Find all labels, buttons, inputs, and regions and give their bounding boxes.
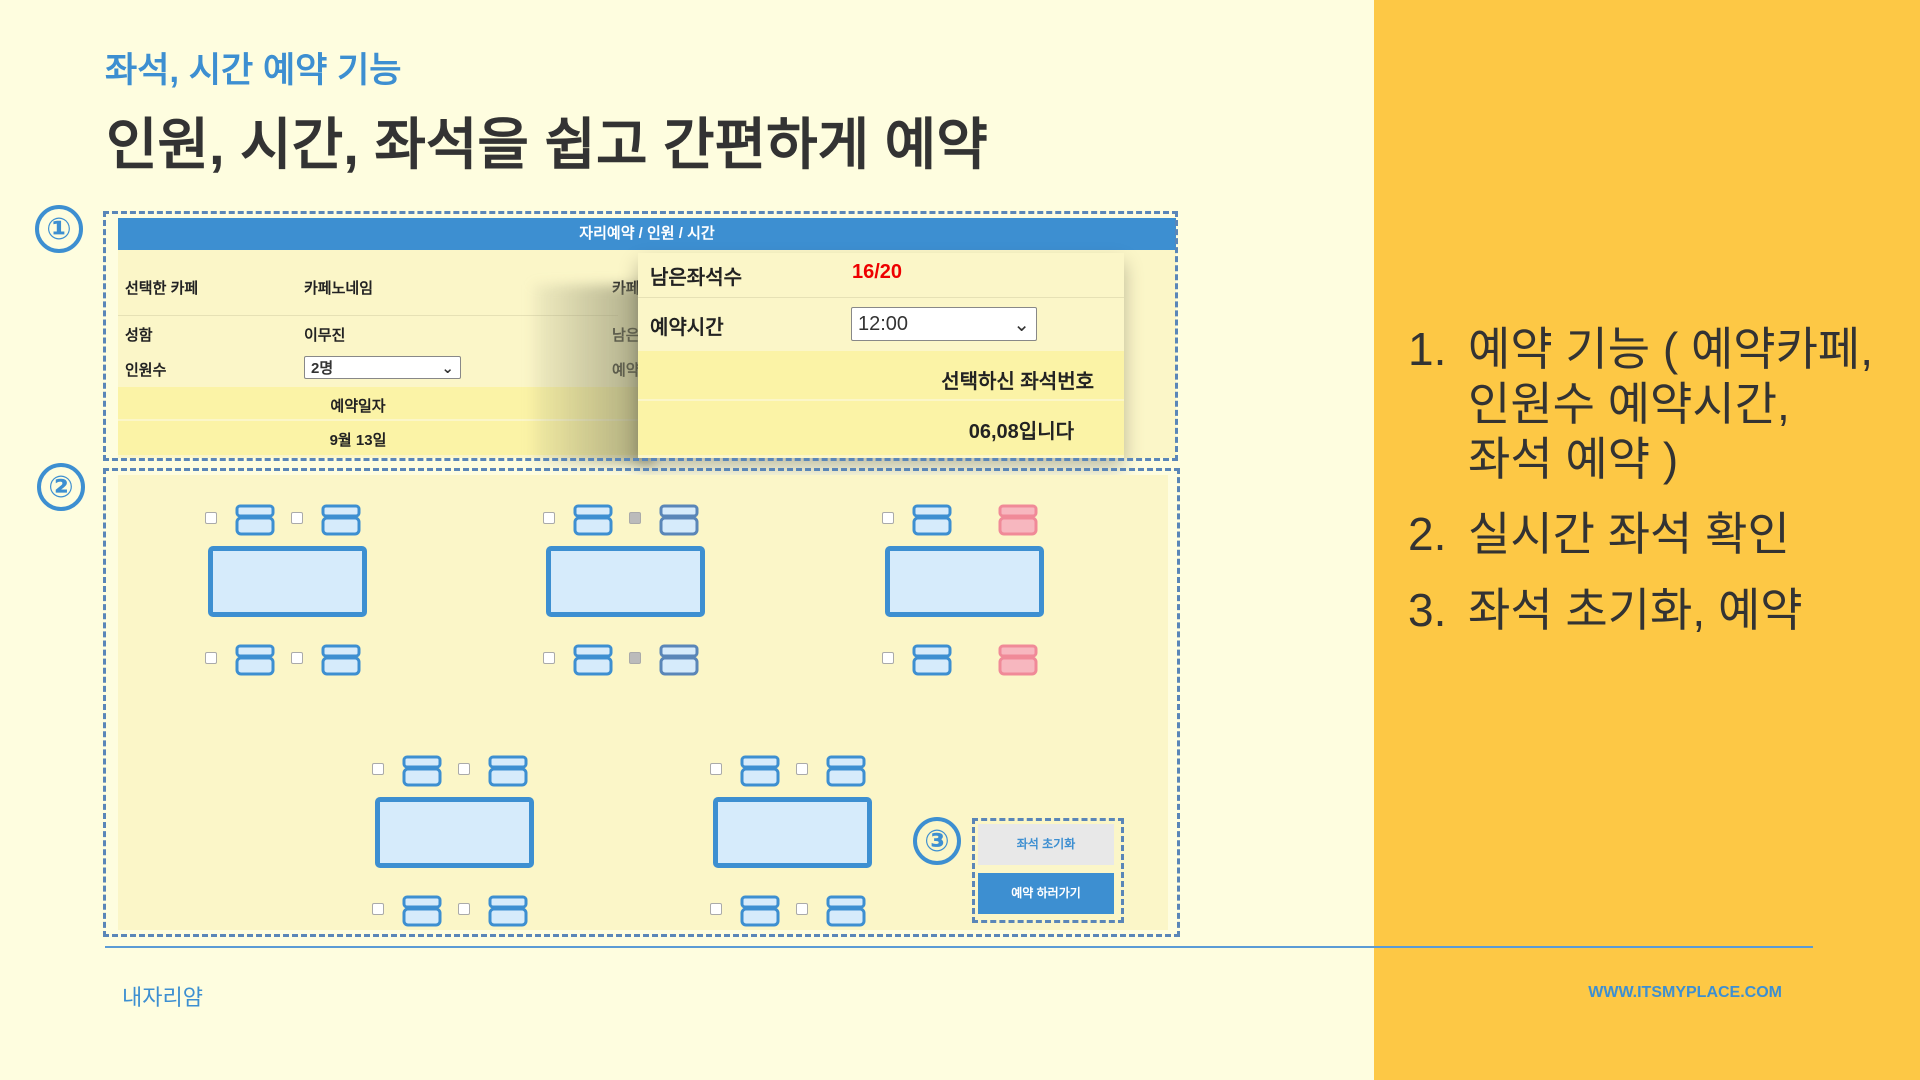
marker-1: ①: [35, 205, 83, 253]
seat-icon[interactable]: [487, 755, 529, 787]
time-label: 예약시간: [650, 317, 724, 339]
seat-icon[interactable]: [320, 644, 362, 676]
remaining-label: 남은좌석수: [650, 267, 742, 289]
selected-seat-value: 06,08입니다: [968, 421, 1074, 443]
selected-seat-label: 선택하신 좌석번호: [941, 371, 1094, 393]
people-label: 인원수: [125, 362, 167, 379]
seat-checkbox[interactable]: [796, 763, 808, 775]
chevron-down-icon: ⌄: [441, 359, 454, 377]
divider: [105, 946, 1813, 948]
table-5: [713, 797, 872, 868]
seat-checkbox[interactable]: [629, 652, 641, 664]
reserve-button[interactable]: 예약 하러가기: [978, 873, 1114, 914]
seat-icon[interactable]: [487, 895, 529, 927]
seat-icon[interactable]: [658, 504, 700, 536]
footer-brand: 내자리얌: [122, 985, 203, 1010]
date-label: 예약일자: [330, 398, 386, 415]
seat-checkbox[interactable]: [205, 512, 217, 524]
name-value: 이무진: [304, 327, 346, 344]
seat-icon[interactable]: [572, 644, 614, 676]
seat-icon[interactable]: [911, 504, 953, 536]
cafe-value: 카페노네임: [304, 280, 374, 297]
seat-checkbox[interactable]: [882, 512, 894, 524]
form-header: 자리예약 / 인원 / 시간: [118, 218, 1176, 250]
seat-checkbox[interactable]: [372, 903, 384, 915]
seat-checkbox[interactable]: [543, 512, 555, 524]
seat-checkbox[interactable]: [372, 763, 384, 775]
slide-title: 인원, 시간, 좌석을 쉽고 간편하게 예약: [106, 113, 988, 176]
seat-checkbox[interactable]: [629, 512, 641, 524]
seat-checkbox[interactable]: [458, 763, 470, 775]
seat-icon[interactable]: [997, 504, 1039, 536]
seat-icon[interactable]: [739, 755, 781, 787]
seat-checkbox[interactable]: [205, 652, 217, 664]
seat-icon[interactable]: [911, 644, 953, 676]
seat-checkbox[interactable]: [543, 652, 555, 664]
date-value: 9월 13일: [329, 432, 387, 449]
seat-checkbox[interactable]: [710, 763, 722, 775]
slide-subtitle: 좌석, 시간 예약 기능: [105, 51, 402, 90]
reset-seats-button[interactable]: 좌석 초기화: [978, 824, 1114, 865]
table-4: [375, 797, 534, 868]
seat-icon[interactable]: [320, 504, 362, 536]
seat-checkbox[interactable]: [882, 652, 894, 664]
seat-checkbox[interactable]: [458, 903, 470, 915]
seat-checkbox[interactable]: [291, 512, 303, 524]
marker-2: ②: [37, 463, 85, 511]
time-select[interactable]: 12:00⌄: [851, 307, 1037, 341]
right-panel: [1374, 0, 1920, 1080]
reservation-popup: 남은좌석수 16/20 예약시간 12:00⌄ 선택하신 좌석번호 06,08입…: [638, 253, 1124, 458]
seat-icon[interactable]: [234, 644, 276, 676]
seat-icon[interactable]: [401, 895, 443, 927]
seat-icon[interactable]: [825, 895, 867, 927]
seat-checkbox[interactable]: [291, 652, 303, 664]
remaining-value: 16/20: [852, 261, 903, 283]
section-2-frame: [103, 468, 1180, 937]
table-1: [208, 546, 367, 617]
seat-icon[interactable]: [825, 755, 867, 787]
seat-checkbox[interactable]: [710, 903, 722, 915]
people-select[interactable]: 2명⌄: [304, 356, 461, 379]
seat-icon[interactable]: [658, 644, 700, 676]
seat-icon[interactable]: [401, 755, 443, 787]
cafe-label: 선택한 카페: [125, 280, 199, 297]
section-3-frame: [972, 818, 1124, 923]
name-label: 성함: [125, 327, 153, 344]
footer-url: WWW.ITSMYPLACE.COM: [1588, 984, 1782, 1001]
table-2: [546, 546, 705, 617]
section-1-frame: [103, 211, 1178, 461]
table-3: [885, 546, 1044, 617]
seat-icon[interactable]: [997, 644, 1039, 676]
marker-3: ③: [913, 817, 961, 865]
seat-icon[interactable]: [234, 504, 276, 536]
chevron-down-icon: ⌄: [1013, 313, 1030, 336]
seat-icon[interactable]: [572, 504, 614, 536]
seat-icon[interactable]: [739, 895, 781, 927]
seat-checkbox[interactable]: [796, 903, 808, 915]
